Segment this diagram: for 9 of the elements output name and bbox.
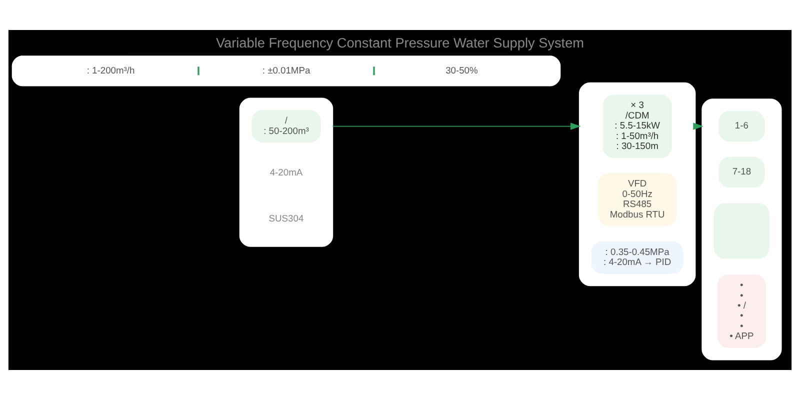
arrow xyxy=(332,122,581,130)
node-box: VFD 0-50Hz RS485 Modbus RTU xyxy=(598,173,677,226)
label: SUS304 xyxy=(268,214,304,224)
node-box: : 1-200m³/h : ±0.01MPa 30-50% xyxy=(12,56,561,86)
cluster xyxy=(239,98,334,247)
label: 4-20mA xyxy=(270,168,303,178)
cluster xyxy=(578,82,696,286)
diagram-title: Variable Frequency Constant Pressure Water Supply System xyxy=(216,36,584,51)
cluster xyxy=(702,98,782,360)
